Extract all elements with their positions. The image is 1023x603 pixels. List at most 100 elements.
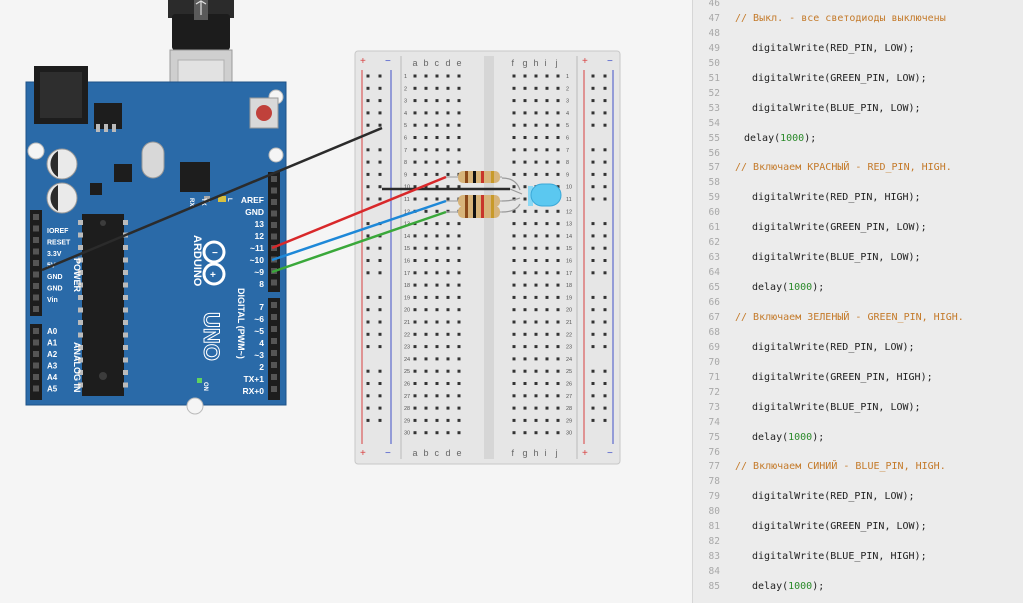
code-line[interactable]: 77// Включаем СИНИЙ - BLUE_PIN, HIGH. [693,459,1023,474]
code-line[interactable]: 82 [693,534,1023,549]
row-label: 15 [404,246,410,252]
code-line[interactable]: 67// Включаем ЗЕЛЕНЫЙ - GREEN_PIN, HIGH. [693,310,1023,325]
row-label: 8 [404,160,407,166]
wire-black[interactable] [41,126,383,272]
digital-pin-label: ~10 [250,255,265,265]
column-label: d [446,448,451,458]
power-pin-label: GND [47,286,63,293]
svg-text:+: + [210,270,216,281]
row-label: 14 [566,234,572,240]
line-number: 62 [708,237,720,249]
digital-pin-label: 12 [255,231,265,241]
line-number: 69 [708,341,720,353]
code-line[interactable]: 70 [693,355,1023,370]
row-label: 1 [566,74,569,80]
reset-button[interactable] [249,97,279,129]
code-line[interactable]: 69 digitalWrite(RED_PIN, LOW); [693,340,1023,355]
mounting-hole [27,142,45,160]
wire-red[interactable] [271,175,447,250]
line-number: 60 [708,207,720,219]
code-line[interactable]: 48 [693,26,1023,41]
line-number: 64 [708,267,720,279]
rail-plus-label: + [360,448,366,459]
code-line[interactable]: 46 [693,0,1023,11]
wire-blue[interactable] [271,199,447,262]
code-line[interactable]: 57// Включаем КРАСНЫЙ - RED_PIN, HIGH. [693,160,1023,175]
code-line[interactable]: 84 [693,564,1023,579]
code-line[interactable]: 52 [693,86,1023,101]
wire-green[interactable] [271,210,447,274]
code-line[interactable]: 54 [693,116,1023,131]
analog-label: ANALOG IN [72,342,82,393]
code-line[interactable]: 80 [693,504,1023,519]
code-line[interactable]: 78 [693,474,1023,489]
code-text: delay(1000); [752,431,825,443]
code-line[interactable]: 60 [693,205,1023,220]
row-label: 10 [566,185,572,191]
column-label: e [457,58,462,68]
line-number: 63 [708,252,720,264]
line-number: 55 [708,132,720,144]
code-line[interactable]: 79 digitalWrite(RED_PIN, LOW); [693,489,1023,504]
row-label: 3 [566,99,569,105]
code-line[interactable]: 76 [693,445,1023,460]
digital-pin-label: 4 [259,338,264,348]
code-line[interactable]: 47// Выкл. - все светодиоды выключены [693,11,1023,26]
line-number: 65 [708,282,720,294]
code-text: digitalWrite(BLUE_PIN, LOW); [752,102,921,114]
row-label: 14 [404,234,410,240]
code-line[interactable]: 56 [693,146,1023,161]
code-line[interactable]: 50 [693,56,1023,71]
brand-label: ARDUINO [191,235,203,287]
resistor[interactable] [446,171,502,183]
l-label: L [226,198,232,202]
digital-pin-label: TX+1 [243,374,264,384]
line-number: 67 [708,311,720,323]
rx-label: RX [188,198,194,206]
row-label: 23 [566,345,572,351]
code-text: digitalWrite(BLUE_PIN, LOW); [752,401,921,413]
code-line[interactable]: 62 [693,235,1023,250]
rgb-led[interactable] [501,177,562,213]
line-number: 58 [708,177,720,189]
digital-label: DIGITAL (PWM~) [236,288,246,359]
code-line[interactable]: 58 [693,175,1023,190]
code-line[interactable]: 74 [693,415,1023,430]
code-text: digitalWrite(RED_PIN, LOW); [752,491,915,503]
row-label: 8 [566,160,569,166]
column-label: c [435,448,440,458]
code-line[interactable]: 68 [693,325,1023,340]
code-line[interactable]: 64 [693,265,1023,280]
column-label: g [523,58,528,68]
digital-pin-label: ~5 [254,326,264,336]
line-number: 79 [708,491,720,503]
code-text: digitalWrite(RED_PIN, LOW); [752,341,915,353]
code-line[interactable]: 66 [693,295,1023,310]
code-line[interactable]: 72 [693,385,1023,400]
digital-pin-label: 7 [259,302,264,312]
resistor[interactable] [446,195,502,207]
row-label: 6 [404,136,407,142]
usb-cable[interactable] [168,0,234,50]
resistor[interactable] [446,206,502,218]
digital-pin-label: ~9 [254,267,264,277]
rail-plus-label: + [582,56,588,67]
